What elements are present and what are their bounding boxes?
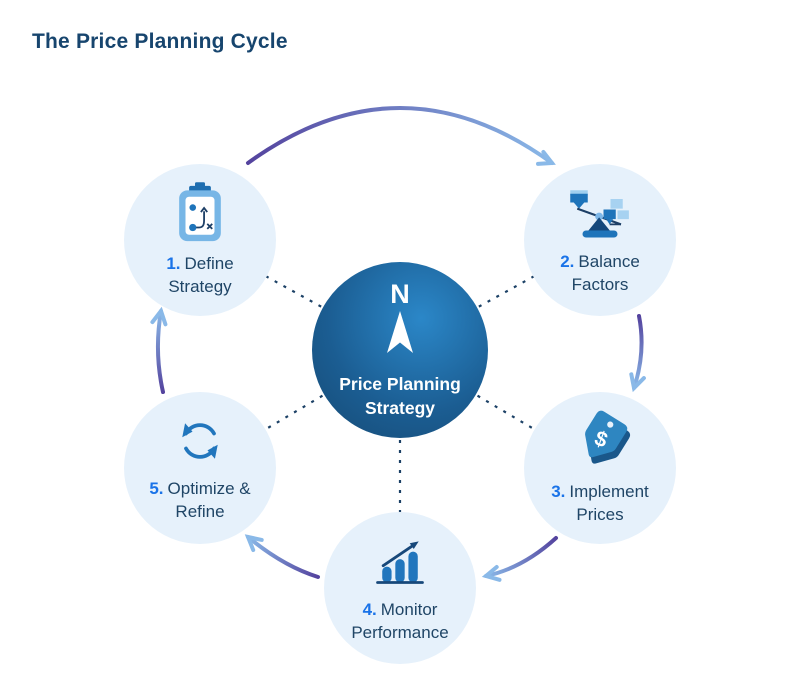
refresh-cycle-icon (182, 423, 218, 460)
arrow-step4-to-step5 (246, 535, 320, 579)
bar-chart-growth-icon (376, 541, 424, 585)
step-number-2: 2. (560, 252, 575, 272)
step-text-5: Optimize & Refine (167, 479, 251, 521)
hub-circle-price-planning-strategy: N Price Planning Strategy (312, 262, 488, 438)
arrowhead-step3 (629, 372, 646, 393)
step-text-2: Balance Factors (571, 252, 640, 294)
step-text-1: Define Strategy (168, 254, 234, 296)
step-circle-implement-prices: $ 3.Implement Prices (524, 392, 676, 544)
step-label-5: 5.Optimize & Refine (137, 478, 263, 522)
cycle-arrows (150, 106, 646, 582)
arrow-step3-to-step4 (484, 536, 558, 578)
arrowhead-step5 (244, 534, 264, 552)
arrowhead-step4 (481, 565, 502, 582)
compass-north-letter: N (390, 279, 410, 309)
page-title: The Price Planning Cycle (32, 30, 288, 53)
step-circle-define-strategy: 1.Define Strategy (124, 164, 276, 316)
step-label-1: 1.Define Strategy (137, 253, 263, 297)
arrowhead-step2 (536, 150, 556, 166)
arrowhead-step1 (150, 306, 168, 327)
hub-label: Price Planning Strategy (339, 374, 461, 418)
step-circle-optimize-refine: 5.Optimize & Refine (124, 392, 276, 544)
strategy-clipboard-icon (179, 182, 221, 242)
step-circle-balance-factors: 2.Balance Factors (524, 164, 676, 316)
balance-scale-icon (570, 190, 629, 238)
step-number-5: 5. (149, 479, 164, 499)
step-number-4: 4. (362, 600, 377, 620)
step-circle-monitor-performance: 4.Monitor Performance (324, 512, 476, 664)
arrow-step2-to-step3 (632, 314, 644, 390)
step-label-3: 3.Implement Prices (537, 481, 663, 525)
step-label-4: 4.Monitor Performance (337, 599, 463, 643)
arrow-step5-to-step1 (155, 309, 165, 394)
compass-north-icon: N (387, 279, 413, 354)
price-tag-icon: $ (585, 411, 631, 465)
step-number-1: 1. (166, 254, 181, 274)
step-text-4: Monitor Performance (351, 600, 449, 642)
step-number-3: 3. (551, 482, 566, 502)
step-text-3: Implement Prices (569, 482, 649, 524)
step-label-2: 2.Balance Factors (537, 251, 663, 295)
arrow-step1-to-step2 (246, 106, 554, 165)
